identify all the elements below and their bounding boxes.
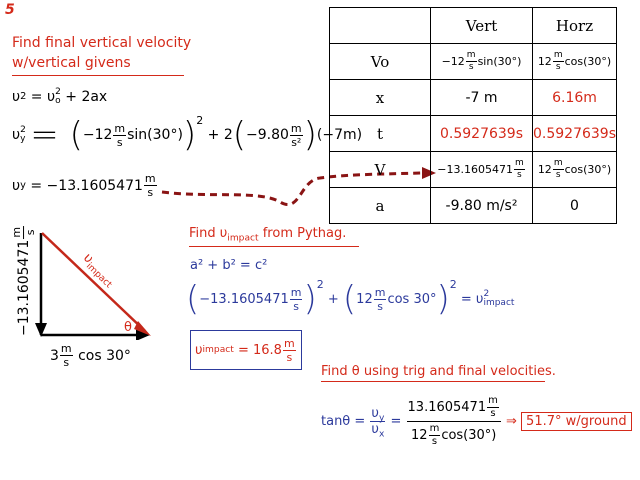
row-label-t: t <box>329 115 431 152</box>
eq2-g-unit-n: m <box>289 121 303 136</box>
pythag-formula: a² + b² = c² <box>190 258 268 273</box>
table-header-empty <box>329 7 431 44</box>
pythag-heading-underline <box>189 246 359 247</box>
left-heading-line2: w/vertical givens <box>12 55 131 71</box>
eq2-close: ) <box>182 115 197 155</box>
slide-number: 5 <box>5 2 15 18</box>
eq2-open: = ( <box>30 115 83 155</box>
eq3-unit-d: s <box>147 186 154 199</box>
cell-t-vert: 0.5927639s <box>430 115 533 152</box>
row-label-v: V <box>329 151 431 188</box>
eq2-g-unit-d: s² <box>291 135 302 149</box>
eq2-lhs: υ <box>12 127 21 143</box>
eq2-unit-n: m <box>113 121 127 136</box>
table-header-row: Vert Horz <box>329 7 618 44</box>
eq2-g-coef: −9.80 <box>246 127 289 143</box>
eq1-rhs-sub: o <box>55 96 61 107</box>
eq3-lhs: υ <box>12 177 21 194</box>
eq2-plus: + 2 <box>207 127 233 143</box>
eq2-unit-d: s <box>116 135 123 149</box>
pythag-heading: Find υimpact from Pythag. <box>189 226 347 244</box>
eq1-rhs-b: + 2ax <box>65 89 108 106</box>
velocity-triangle <box>35 232 151 340</box>
eq2-coef: −12 <box>82 127 113 143</box>
theta-heading: Find θ using trig and final velocities. <box>321 364 556 379</box>
triangle-angle-label: θ <box>124 320 132 335</box>
eq1-rhs-a: = υ <box>30 89 56 106</box>
eq2-exp: 2 <box>196 114 204 127</box>
table-row-a: a -9.80 m/s² 0 <box>329 187 618 224</box>
eq3-eq: = −13.1605471 <box>30 177 143 194</box>
cell-a-vert: -9.80 m/s² <box>430 187 533 224</box>
table-row-x: x -7 m 6.16m <box>329 79 618 116</box>
eq3-unit-n: m <box>143 172 157 186</box>
left-heading-line1: Find final vertical velocity <box>12 35 192 51</box>
table-header-horz: Horz <box>531 7 618 44</box>
cell-x-vert: -7 m <box>430 79 533 116</box>
row-label-a: a <box>329 187 431 224</box>
eq2-trig: sin(30°) <box>127 127 183 143</box>
cell-a-horz: 0 <box>531 187 618 224</box>
cell-t-horz: 0.5927639s <box>531 115 618 152</box>
heading-underline <box>12 75 184 76</box>
left-heading: Find final vertical velocity w/vertical … <box>12 33 191 73</box>
table-header-vert: Vert <box>430 7 533 44</box>
eq1-lhs: υ <box>12 89 21 106</box>
row-label-vo: Vo <box>329 43 431 80</box>
table-row-t: t 0.5927639s 0.5927639s <box>329 115 618 152</box>
theta-result-box: 51.7° w/ground <box>521 412 632 431</box>
row-label-x: x <box>329 79 431 116</box>
cell-x-horz: 6.16m <box>531 79 618 116</box>
theta-heading-underline <box>321 381 545 382</box>
eq2-lhs-sub: y <box>20 134 26 144</box>
